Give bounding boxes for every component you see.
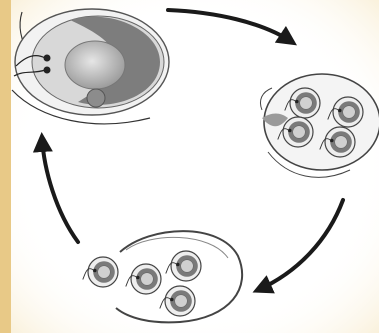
nucleus [65, 41, 125, 89]
daughter-nucleus [98, 266, 111, 279]
daughter-nucleus [335, 136, 348, 149]
daughter-nucleus [141, 273, 154, 286]
daughter-nucleus [175, 295, 188, 308]
pyrenoid [87, 89, 105, 107]
daughter-nucleus [300, 97, 313, 110]
daughter-nucleus [293, 126, 306, 139]
frame-left [0, 0, 11, 333]
daughter-nucleus [343, 106, 356, 119]
daughter-nucleus [181, 260, 194, 273]
